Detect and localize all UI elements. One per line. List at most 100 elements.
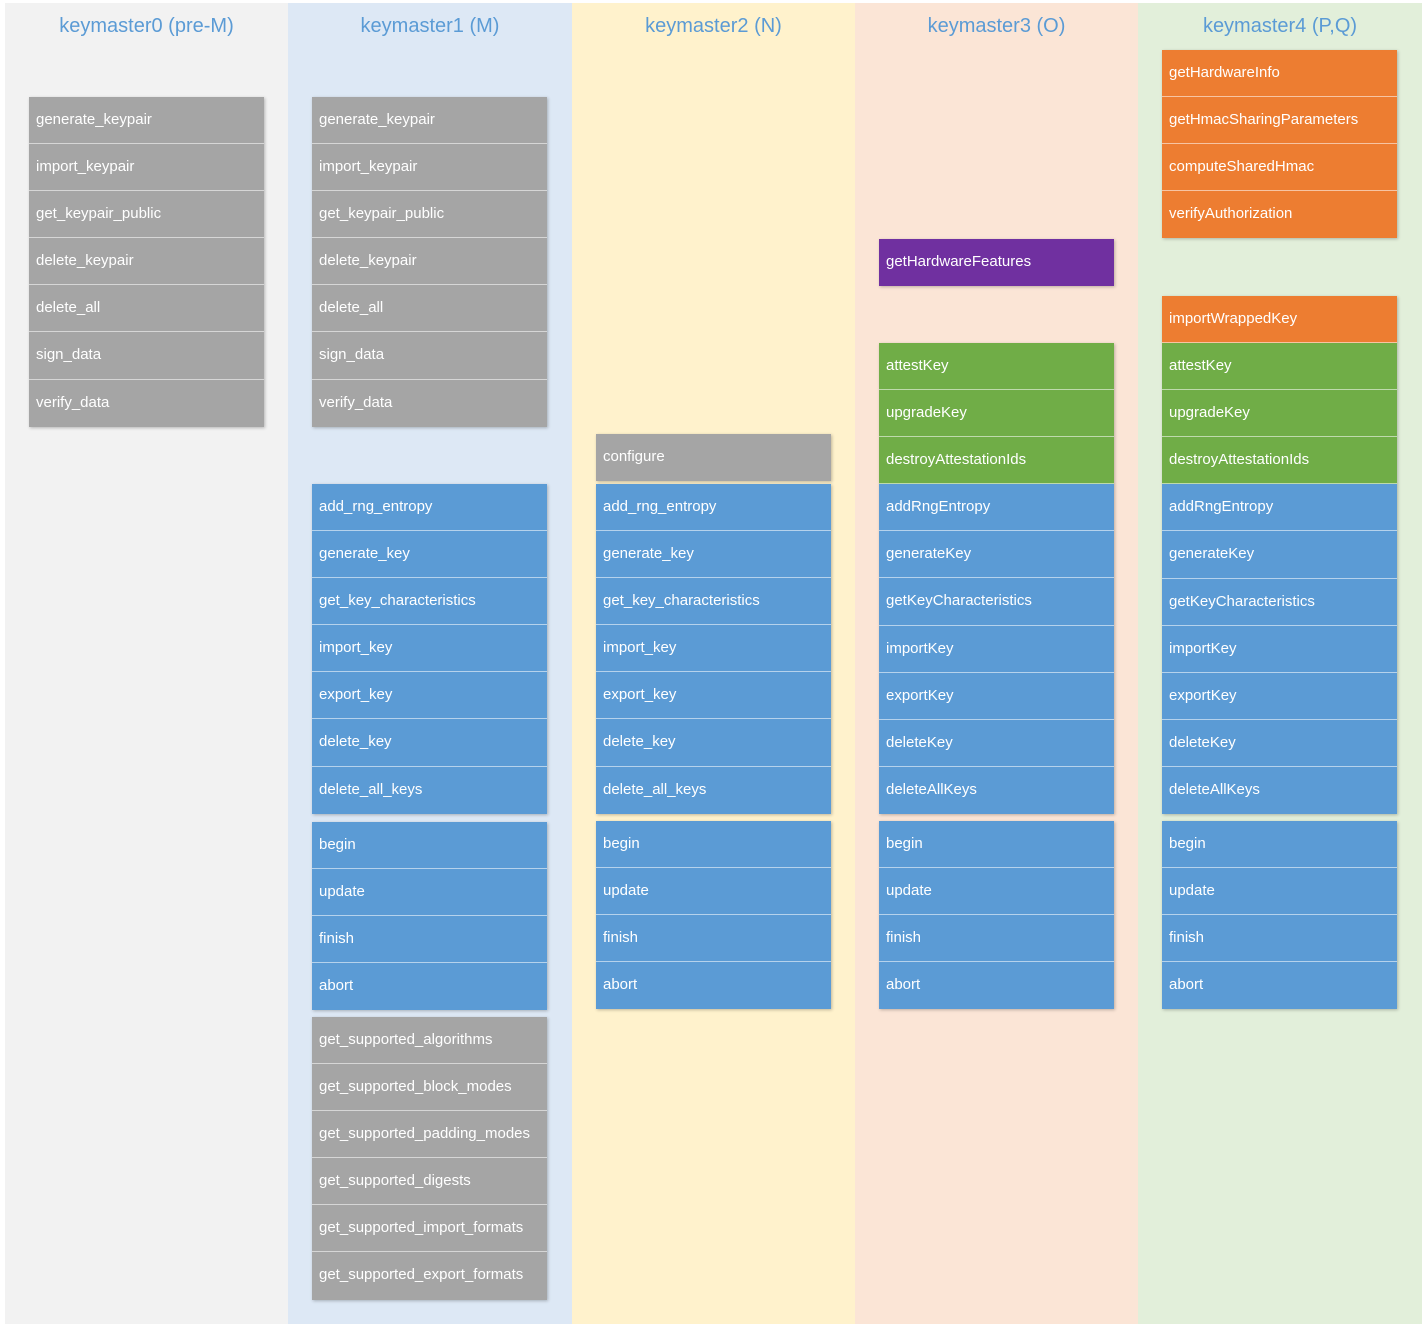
method-get-keypair-public: get_keypair_public xyxy=(29,191,264,239)
method-export-key: exportKey xyxy=(879,672,1114,720)
method-finish: finish xyxy=(312,916,547,964)
version-column-3: keymaster3 (O) getHardwareFeatures attestK… xyxy=(855,3,1138,1324)
method-delete-all-keys: deleteAllKeys xyxy=(879,766,1114,814)
method-configure: configure xyxy=(596,434,831,482)
method-get-key-characteristics: getKeyCharacteristics xyxy=(1162,578,1397,626)
method-attest-key: attestKey xyxy=(879,343,1114,391)
method-generate-keypair: generate_keypair xyxy=(312,97,547,145)
method-delete-key: delete_key xyxy=(596,719,831,767)
method-finish: finish xyxy=(1162,915,1397,963)
method-import-key: import_key xyxy=(596,625,831,673)
method-sign-data: sign_data xyxy=(312,332,547,380)
method-abort: abort xyxy=(312,963,547,1011)
method-begin: begin xyxy=(879,821,1114,869)
column-title: keymaster4 (P,Q) xyxy=(1202,15,1358,37)
method-begin: begin xyxy=(1162,821,1397,869)
method-add-rng-entropy: add_rng_entropy xyxy=(596,484,831,532)
method-get-supported-algorithms: get_supported_algorithms xyxy=(312,1017,547,1065)
method-import-keypair: import_keypair xyxy=(29,144,264,192)
method-begin: begin xyxy=(596,821,831,869)
method-upgrade-key: upgradeKey xyxy=(1162,390,1397,438)
method-export-key: export_key xyxy=(596,672,831,720)
method-verify-authorization: verifyAuthorization xyxy=(1162,191,1397,239)
method-add-rng-entropy: addRngEntropy xyxy=(879,484,1114,532)
method-get-hardware-info: getHardwareInfo xyxy=(1162,50,1397,98)
method-get-supported-digests: get_supported_digests xyxy=(312,1158,547,1206)
method-generate-key: generate_key xyxy=(312,531,547,579)
method-sign-data: sign_data xyxy=(29,332,264,380)
method-export-key: export_key xyxy=(312,672,547,720)
method-import-wrapped-key: importWrappedKey xyxy=(1162,296,1397,344)
column-title: keymaster1 (M) xyxy=(360,15,500,37)
method-generate-keypair: generate_keypair xyxy=(29,97,264,145)
method-get-hmac-sharing-parameters: getHmacSharingParameters xyxy=(1162,97,1397,145)
method-abort: abort xyxy=(879,962,1114,1010)
method-group: configure xyxy=(596,434,831,482)
method-delete-key: deleteKey xyxy=(879,719,1114,767)
method-import-key: importKey xyxy=(1162,625,1397,673)
method-delete-all-keys: deleteAllKeys xyxy=(1162,766,1397,815)
method-delete-keypair: delete_keypair xyxy=(29,238,264,286)
method-get-supported-padding-modes: get_supported_padding_modes xyxy=(312,1111,547,1159)
method-get-key-characteristics: get_key_characteristics xyxy=(312,578,547,626)
method-finish: finish xyxy=(596,915,831,963)
method-compute-shared-hmac: computeSharedHmac xyxy=(1162,144,1397,192)
method-upgrade-key: upgradeKey xyxy=(879,390,1114,438)
method-abort: abort xyxy=(1162,962,1397,1010)
method-update: update xyxy=(1162,868,1397,916)
method-delete-key: delete_key xyxy=(312,719,547,767)
method-delete-key: deleteKey xyxy=(1162,719,1397,767)
method-generate-key: generateKey xyxy=(879,531,1114,579)
method-delete-all: delete_all xyxy=(312,285,547,333)
method-update: update xyxy=(596,868,831,916)
method-attest-key: attestKey xyxy=(1162,343,1397,391)
method-import-key: importKey xyxy=(879,625,1114,673)
method-update: update xyxy=(312,869,547,917)
method-begin: begin xyxy=(312,822,547,870)
method-destroy-attestation-ids: destroyAttestationIds xyxy=(1162,437,1397,485)
method-get-keypair-public: get_keypair_public xyxy=(312,191,547,239)
method-delete-all-keys: delete_all_keys xyxy=(596,766,831,814)
method-verify-data: verify_data xyxy=(312,379,547,427)
method-group: getHardwareFeatures xyxy=(879,239,1114,287)
column-title: keymaster3 (O) xyxy=(927,15,1066,37)
method-get-key-characteristics: get_key_characteristics xyxy=(596,578,831,626)
method-get-key-characteristics: getKeyCharacteristics xyxy=(879,578,1114,626)
method-update: update xyxy=(879,868,1114,916)
method-generate-key: generate_key xyxy=(596,531,831,579)
method-import-key: import_key xyxy=(312,625,547,673)
column-title: keymaster2 (N) xyxy=(645,15,782,37)
method-delete-all: delete_all xyxy=(29,285,264,333)
method-import-keypair: import_keypair xyxy=(312,144,547,192)
column-title: keymaster0 (pre-M) xyxy=(59,15,234,37)
method-get-supported-import-formats: get_supported_import_formats xyxy=(312,1205,547,1253)
method-destroy-attestation-ids: destroyAttestationIds xyxy=(879,437,1114,485)
method-export-key: exportKey xyxy=(1162,672,1397,720)
method-get-supported-export-formats: get_supported_export_formats xyxy=(312,1252,547,1300)
method-verify-data: verify_data xyxy=(29,379,264,427)
method-finish: finish xyxy=(879,915,1114,963)
method-abort: abort xyxy=(596,962,831,1010)
method-delete-keypair: delete_keypair xyxy=(312,238,547,286)
method-delete-all-keys: delete_all_keys xyxy=(312,766,547,814)
method-add-rng-entropy: add_rng_entropy xyxy=(312,484,547,532)
method-generate-key: generateKey xyxy=(1162,531,1397,579)
method-add-rng-entropy: addRngEntropy xyxy=(1162,484,1397,532)
method-get-hardware-features: getHardwareFeatures xyxy=(879,239,1114,287)
